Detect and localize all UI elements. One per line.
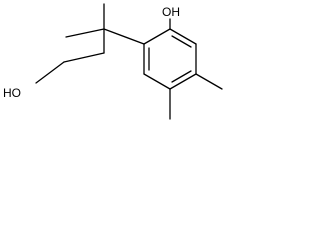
bond-methyl-para [195,73,223,90]
ring-bond-c1-c2 [169,28,197,45]
bond-quaternary-methyl-b [65,28,105,38]
chemical-structure: OH HO [3,3,223,120]
benzene-ring [143,28,197,90]
bond-ch2-ch2 [63,52,105,63]
bond-ring-quaternary-carbon [103,28,145,45]
ring-double-bond-c1-c2 [171,35,192,48]
ring-bond-c4-c5 [143,73,171,90]
phenol-oh-label: OH [162,5,180,19]
substituent-bonds [35,3,223,120]
alcohol-oh-label: HO [3,86,21,100]
ring-bond-c3-c4 [169,73,197,90]
bond-ch2-alcohol-o [35,61,65,84]
ring-double-bond-c3-c4 [171,70,192,83]
ring-bond-c6-c1 [143,28,171,45]
